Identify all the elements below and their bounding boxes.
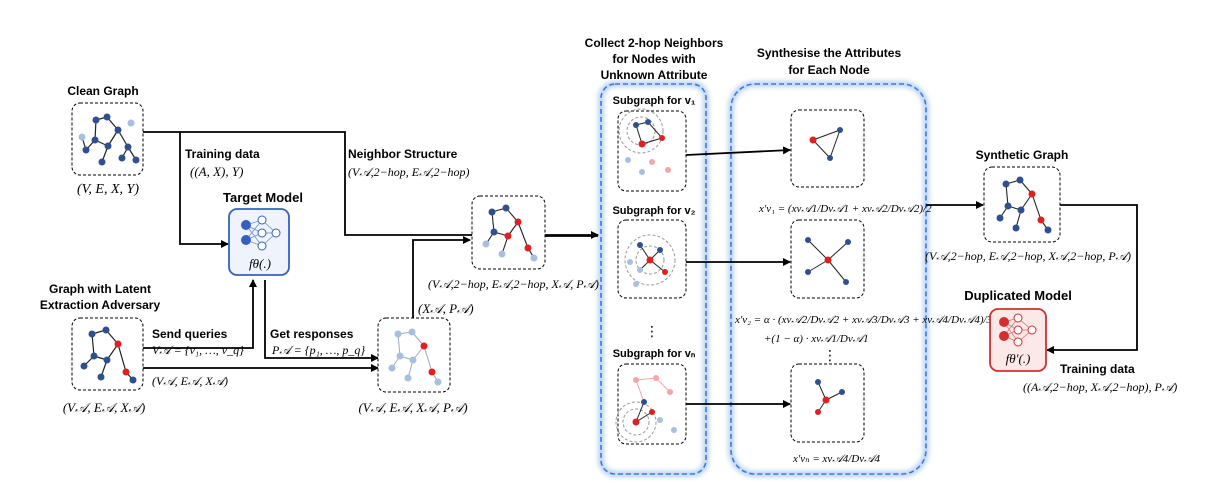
latent-graph-box [71, 317, 144, 391]
formula-v2-line2: +(1 − α) · xv𝒜1/Dv𝒜1 [764, 333, 869, 345]
collect-ellipsis: ⋮ [645, 323, 659, 339]
clean-graph-title: Clean Graph [67, 84, 138, 98]
formula-v1: x′v₁ = (xv𝒜1/Dv𝒜1 + xv𝒜2/Dv𝒜2)/2 [758, 203, 932, 215]
send-queries-label: Send queries [152, 327, 228, 341]
duplicated-model-title: Duplicated Model [964, 288, 1072, 303]
target-model-function: fθ(.) [249, 256, 271, 271]
formula-vn: x′vₙ = xv𝒜4/Dv𝒜4 [792, 453, 881, 465]
synth-v2-box [790, 219, 865, 299]
target-model-box [228, 208, 290, 276]
clean-graph-tuple: (V, E, X, Y) [77, 182, 139, 197]
synthesise-panel [728, 81, 929, 477]
training-data-label: Training data [185, 147, 260, 161]
synthetic-tuple: (V𝒜,2−hop, E𝒜,2−hop, X𝒜,2−hop, P𝒜) [925, 249, 1131, 263]
connectors [143, 131, 1138, 408]
training-tuple: ((A, X), Y) [190, 164, 243, 179]
clean-graph-box [71, 102, 144, 176]
collect-title-line1: Collect 2-hop Neighbors [585, 36, 724, 50]
synthetic-graph-title: Synthetic Graph [976, 148, 1069, 162]
get-responses-label: Get responses [270, 327, 354, 341]
synth-ellipsis: ⋮ [823, 347, 837, 363]
subgraph-v2-box [617, 219, 687, 299]
collect-title-line2: for Nodes with [612, 52, 695, 66]
responded-graph-box [377, 317, 451, 393]
training-data-right-label: Training data [1060, 362, 1135, 376]
responded-graph-tuple: (V𝒜, E𝒜, X𝒜, P𝒜) [358, 400, 467, 415]
latent-graph-title-line1: Graph with Latent [49, 282, 151, 296]
subgraph-v1-box [617, 108, 687, 192]
subgraph-v2-label: Subgraph for v₂ [612, 205, 695, 217]
collect-panel [598, 81, 709, 477]
collect-title-line3: Unknown Attribute [601, 68, 708, 82]
combined-tuple: (V𝒜,2−hop, E𝒜,2−hop, X𝒜, P𝒜) [428, 277, 599, 291]
synth-vn-box [790, 363, 865, 443]
neighbor-tuple: (V𝒜,2−hop, E𝒜,2−hop) [348, 165, 470, 179]
latent-graph-title-line2: Extraction Adversary [40, 298, 161, 312]
subgraph-vn-box [615, 363, 687, 445]
subgraph-vn-label: Subgraph for vₙ [613, 348, 696, 360]
latent-graph-tuple: (V𝒜, E𝒜, X𝒜) [63, 400, 145, 415]
combined-graph-box [471, 195, 546, 270]
duplicated-model-function: fθ′(.) [1006, 351, 1031, 366]
xp-tuple: (X𝒜, P𝒜) [418, 301, 474, 316]
subgraph-v1-label: Subgraph for v₁ [613, 95, 696, 107]
synth-v1-box [790, 109, 865, 188]
queries-set: V𝒜 = {v₁, …, v_q} [152, 343, 244, 357]
latent-tuple-arrow-label: (V𝒜, E𝒜, X𝒜) [152, 374, 228, 388]
training-tuple-right: ((A𝒜,2−hop, X𝒜,2−hop), P𝒜) [1023, 380, 1177, 394]
formula-v2-line1: x′v₂ = α · (xv𝒜2/Dv𝒜2 + xv𝒜3/Dv𝒜3 + xv𝒜4… [734, 314, 993, 326]
duplicated-model-box [989, 308, 1047, 372]
synthetic-graph-box [983, 166, 1061, 243]
synth-title-line2: for Each Node [788, 63, 870, 77]
responses-set: P𝒜 = {p₁, …, p_q} [271, 343, 365, 357]
target-model-title: Target Model [223, 190, 303, 205]
neighbor-structure-label: Neighbor Structure [348, 147, 458, 161]
synth-title-line1: Synthesise the Attributes [757, 46, 902, 60]
